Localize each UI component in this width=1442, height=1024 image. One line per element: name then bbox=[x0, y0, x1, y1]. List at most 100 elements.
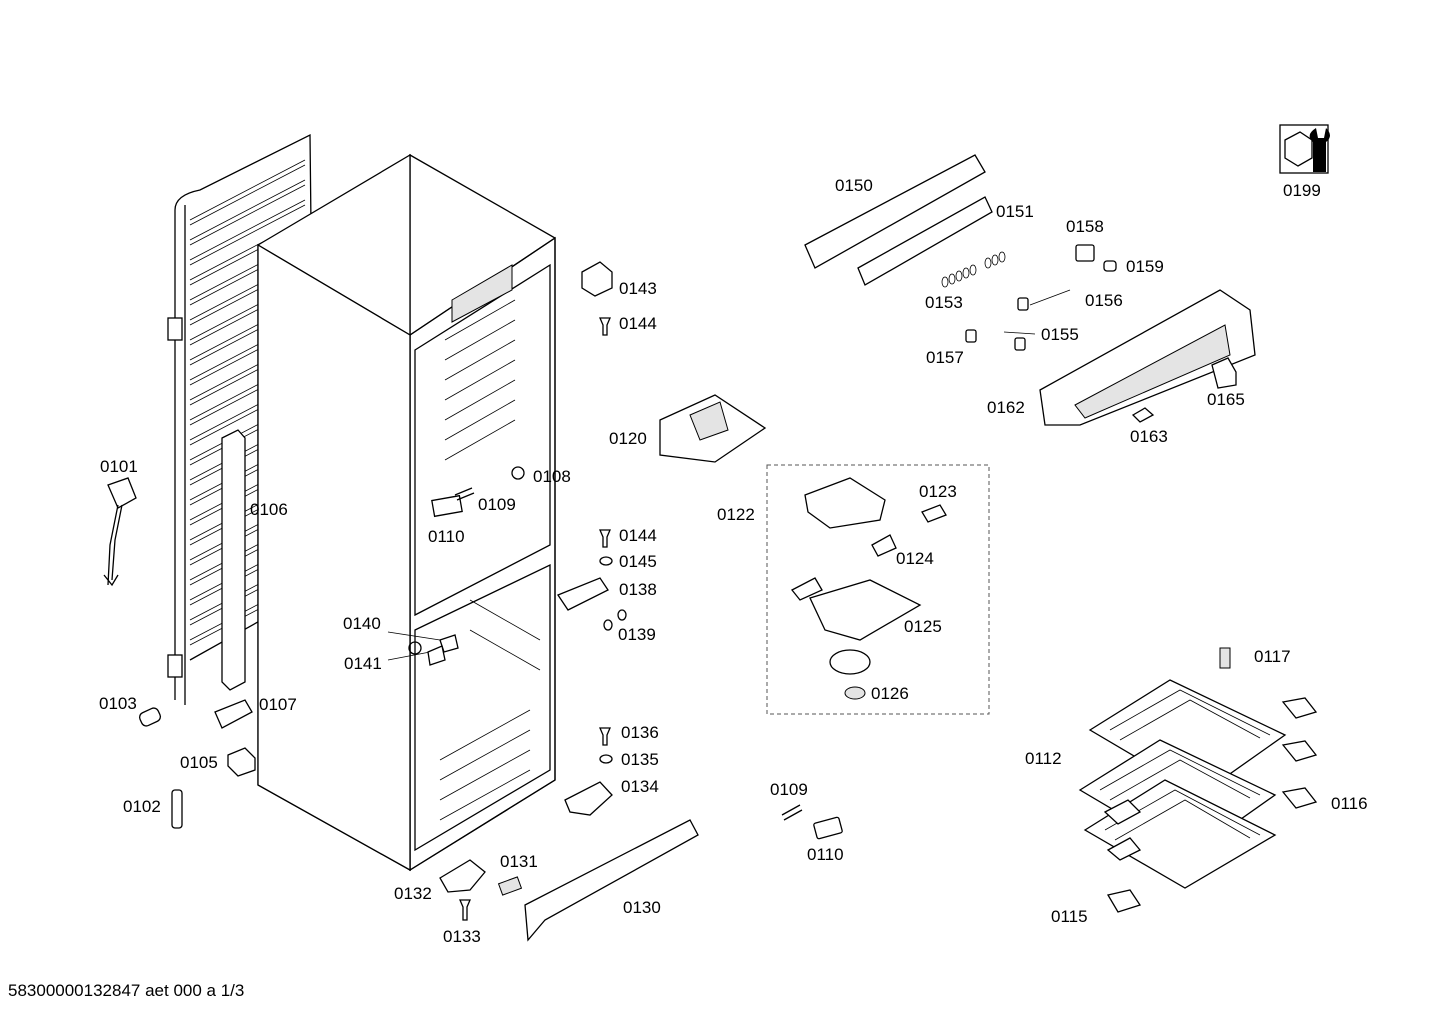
screw-0144-top bbox=[599, 317, 611, 336]
screw-0136 bbox=[599, 727, 611, 746]
part-label-0110: 0110 bbox=[807, 845, 844, 864]
foot-cover-0130 bbox=[524, 819, 699, 942]
evaporator-coil bbox=[1078, 679, 1287, 889]
part-0165 bbox=[1211, 357, 1237, 389]
part-label-0120: 0120 bbox=[609, 429, 647, 448]
washer-0139a bbox=[603, 619, 613, 631]
panel-0162 bbox=[1039, 289, 1256, 426]
part-0110 bbox=[813, 816, 843, 840]
power-cord bbox=[103, 477, 137, 587]
part-label-0136: 0136 bbox=[621, 723, 659, 742]
part-label-0132: 0132 bbox=[394, 884, 432, 903]
part-0158 bbox=[1075, 244, 1095, 262]
part-label-0109-cabinet: 0109 bbox=[478, 495, 516, 514]
air-duct-part bbox=[221, 429, 246, 691]
part-label-0155: 0155 bbox=[1041, 325, 1079, 344]
part-0125 bbox=[809, 579, 922, 641]
part-0109 bbox=[781, 804, 803, 821]
part-0105 bbox=[227, 747, 256, 777]
hinge-0132 bbox=[439, 859, 486, 893]
assembly-0122-box bbox=[766, 464, 990, 715]
part-label-0116: 0116 bbox=[1331, 794, 1368, 813]
hinge-0138 bbox=[557, 577, 609, 611]
part-0107 bbox=[214, 699, 253, 729]
control-board-0151 bbox=[857, 196, 993, 286]
part-0126-disc bbox=[829, 649, 871, 675]
washer-0145 bbox=[599, 556, 613, 566]
part-0156 bbox=[1017, 297, 1029, 311]
part-label-0153: 0153 bbox=[925, 293, 963, 312]
part-label-0150: 0150 bbox=[835, 176, 873, 195]
part-label-0108: 0108 bbox=[533, 467, 571, 486]
tool-icon bbox=[1279, 124, 1330, 174]
lamp-housing-0122 bbox=[804, 477, 886, 529]
part-label-0138: 0138 bbox=[619, 580, 657, 599]
part-0123 bbox=[921, 504, 947, 523]
part-label-0101: 0101 bbox=[100, 457, 138, 476]
part-label-0158: 0158 bbox=[1066, 217, 1104, 236]
washer-0135 bbox=[599, 754, 613, 764]
part-label-0102: 0102 bbox=[123, 797, 161, 816]
part-label-0131: 0131 bbox=[500, 852, 538, 871]
document-footer-id: 58300000132847 aet 000 a 1/3 bbox=[8, 981, 245, 1000]
panel-0162-display bbox=[1074, 324, 1231, 419]
part-0126 bbox=[844, 686, 866, 700]
part-label-0124: 0124 bbox=[896, 549, 934, 568]
part-label-0112: 0112 bbox=[1025, 749, 1062, 768]
part-label-0115: 0115 bbox=[1051, 907, 1088, 926]
part-0141 bbox=[427, 645, 446, 666]
part-label-0130: 0130 bbox=[623, 898, 661, 917]
part-0131 bbox=[497, 876, 523, 896]
part-label-0133: 0133 bbox=[443, 927, 481, 946]
part-label-0157: 0157 bbox=[926, 348, 964, 367]
part-label-0123: 0123 bbox=[919, 482, 957, 501]
hinge-0134 bbox=[564, 781, 613, 816]
condenser-coil bbox=[167, 133, 316, 705]
clip-0116a bbox=[1281, 697, 1318, 719]
hinge-0143 bbox=[581, 261, 613, 297]
part-label-0156: 0156 bbox=[1085, 291, 1123, 310]
refrigerator-cabinet bbox=[257, 153, 556, 872]
part-label-0199: 0199 bbox=[1283, 181, 1321, 200]
part-label-0162: 0162 bbox=[987, 398, 1025, 417]
part-0110-cabinet bbox=[431, 494, 463, 518]
control-panel-0150 bbox=[804, 154, 986, 269]
part-0159 bbox=[1103, 260, 1117, 272]
part-label-0141: 0141 bbox=[344, 654, 382, 673]
part-label-0103: 0103 bbox=[99, 694, 137, 713]
part-label-0107: 0107 bbox=[259, 695, 297, 714]
part-label-0105: 0105 bbox=[180, 753, 218, 772]
washer-0139b bbox=[617, 609, 627, 621]
clip-0115 bbox=[1106, 889, 1142, 913]
part-label-0144-mid: 0144 bbox=[619, 526, 657, 545]
part-label-0140: 0140 bbox=[343, 614, 381, 633]
part-0155 bbox=[1014, 337, 1026, 351]
part-label-0163: 0163 bbox=[1130, 427, 1168, 446]
part-label-0139: 0139 bbox=[618, 625, 656, 644]
part-label-0151: 0151 bbox=[996, 202, 1034, 221]
part-0163 bbox=[1131, 407, 1155, 423]
part-label-0110-cabinet: 0110 bbox=[428, 527, 465, 546]
part-0102 bbox=[171, 789, 183, 829]
part-0124 bbox=[871, 534, 897, 557]
part-label-0126: 0126 bbox=[871, 684, 909, 703]
part-label-0144-top: 0144 bbox=[619, 314, 657, 333]
part-label-0159: 0159 bbox=[1126, 257, 1164, 276]
buttons-0153 bbox=[941, 251, 1006, 288]
screw-0144-mid bbox=[599, 529, 611, 548]
part-0103 bbox=[138, 707, 162, 727]
part-label-0109: 0109 bbox=[770, 780, 808, 799]
part-0109-cabinet bbox=[454, 487, 475, 501]
lamp-socket bbox=[790, 577, 823, 601]
part-label-0117: 0117 bbox=[1254, 647, 1291, 666]
part-label-0165: 0165 bbox=[1207, 390, 1245, 409]
part-label-0143: 0143 bbox=[619, 279, 657, 298]
part-label-0145: 0145 bbox=[619, 552, 657, 571]
screw-0133 bbox=[459, 899, 471, 921]
part-label-0122: 0122 bbox=[717, 505, 755, 524]
part-0117 bbox=[1219, 647, 1231, 669]
part-0157 bbox=[965, 329, 977, 343]
clip-0116b bbox=[1281, 740, 1318, 762]
part-label-0125: 0125 bbox=[904, 617, 942, 636]
